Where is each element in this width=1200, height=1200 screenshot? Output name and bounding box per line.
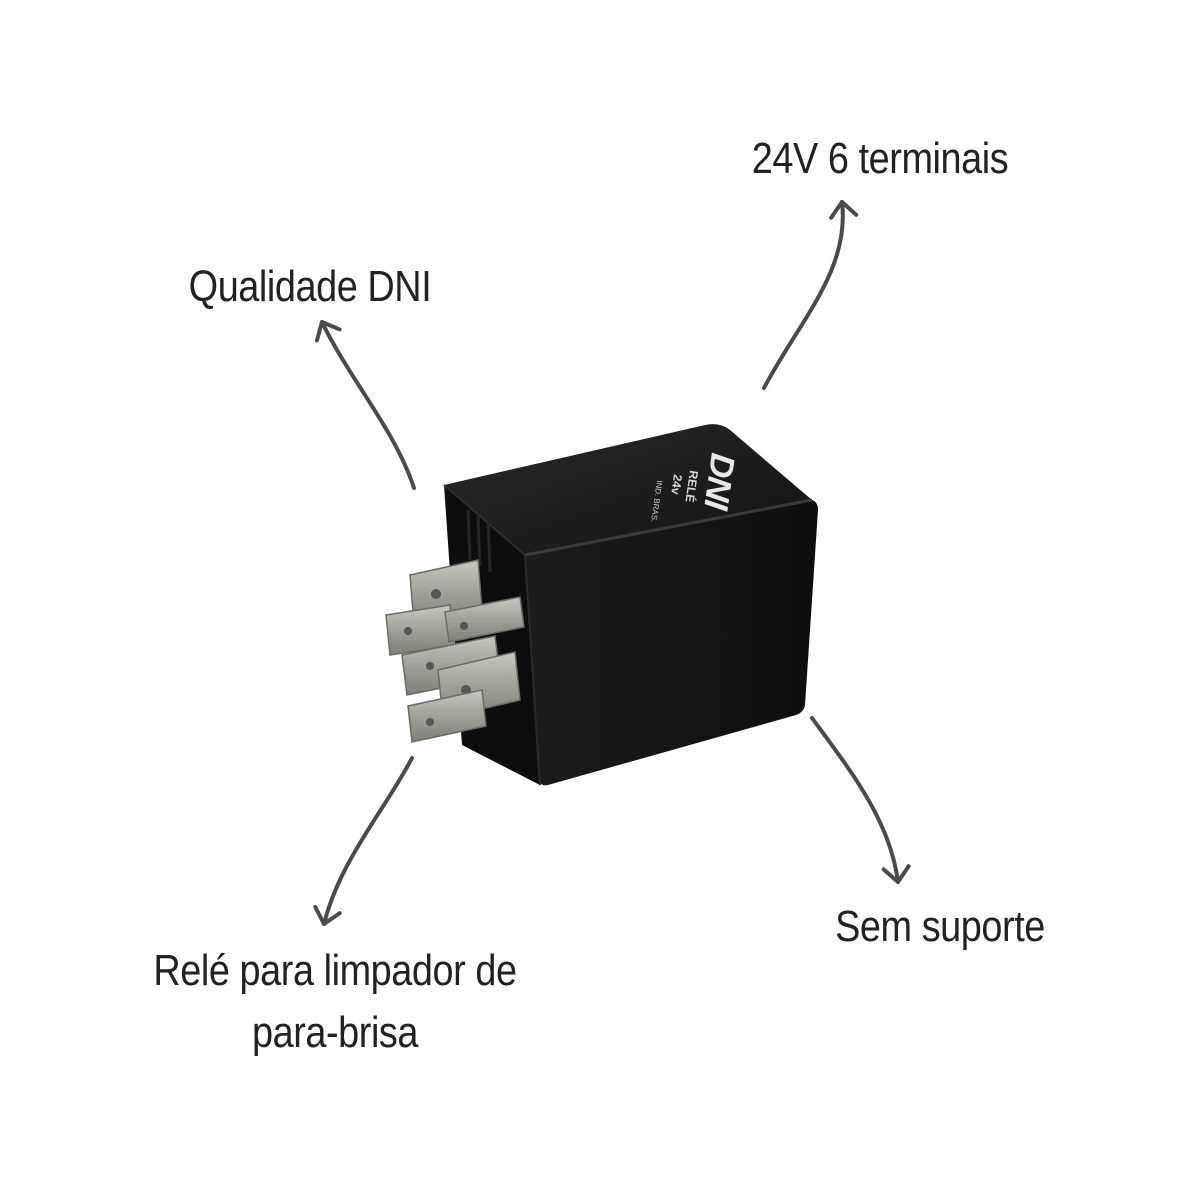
relay-label-type: RELÉ (683, 470, 702, 504)
relay-brand-logo: DNI (696, 451, 742, 514)
callout-support: Sem suporte (835, 902, 1045, 951)
callout-quality: Qualidade DNI (188, 262, 432, 311)
callout-function-line1: Relé para limpador de (153, 946, 517, 995)
relay-image: DNI RELÉ 24v IND. BRAS. (385, 424, 818, 786)
arrow-spec (762, 200, 859, 390)
relay-terminals (385, 559, 525, 743)
relay-top-face (444, 424, 812, 555)
arrow-function (313, 756, 414, 926)
relay-front-face (525, 500, 818, 786)
relay-label-voltage: 24v (668, 474, 685, 496)
callout-spec: 24V 6 terminais (751, 134, 1009, 183)
arrow-support (810, 716, 911, 884)
arrow-quality (314, 320, 416, 490)
callout-function: Relé para limpador de para-brisa (142, 940, 529, 1064)
callout-function-line2: para-brisa (251, 1008, 419, 1057)
